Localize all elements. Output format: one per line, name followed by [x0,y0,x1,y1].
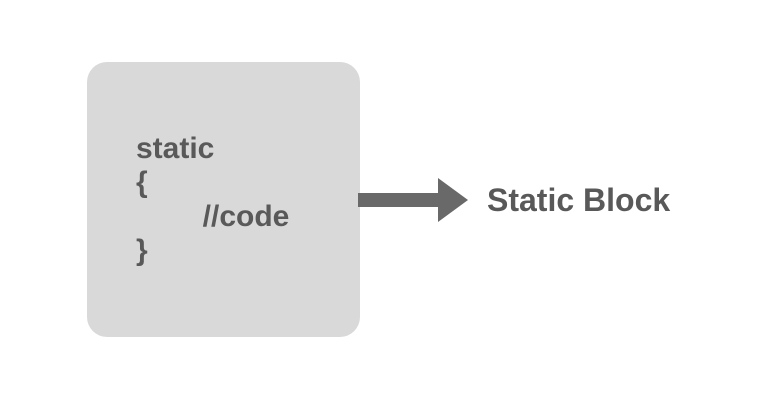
right-arrow-icon [358,178,468,222]
code-line-close-brace: } [136,233,148,267]
static-code-block-box: static { //code } [87,62,360,337]
code-line-comment: //code [136,199,290,233]
static-block-label: Static Block [487,182,671,218]
code-line-static-keyword: static [136,131,215,165]
code-line-open-brace: { [136,165,148,199]
